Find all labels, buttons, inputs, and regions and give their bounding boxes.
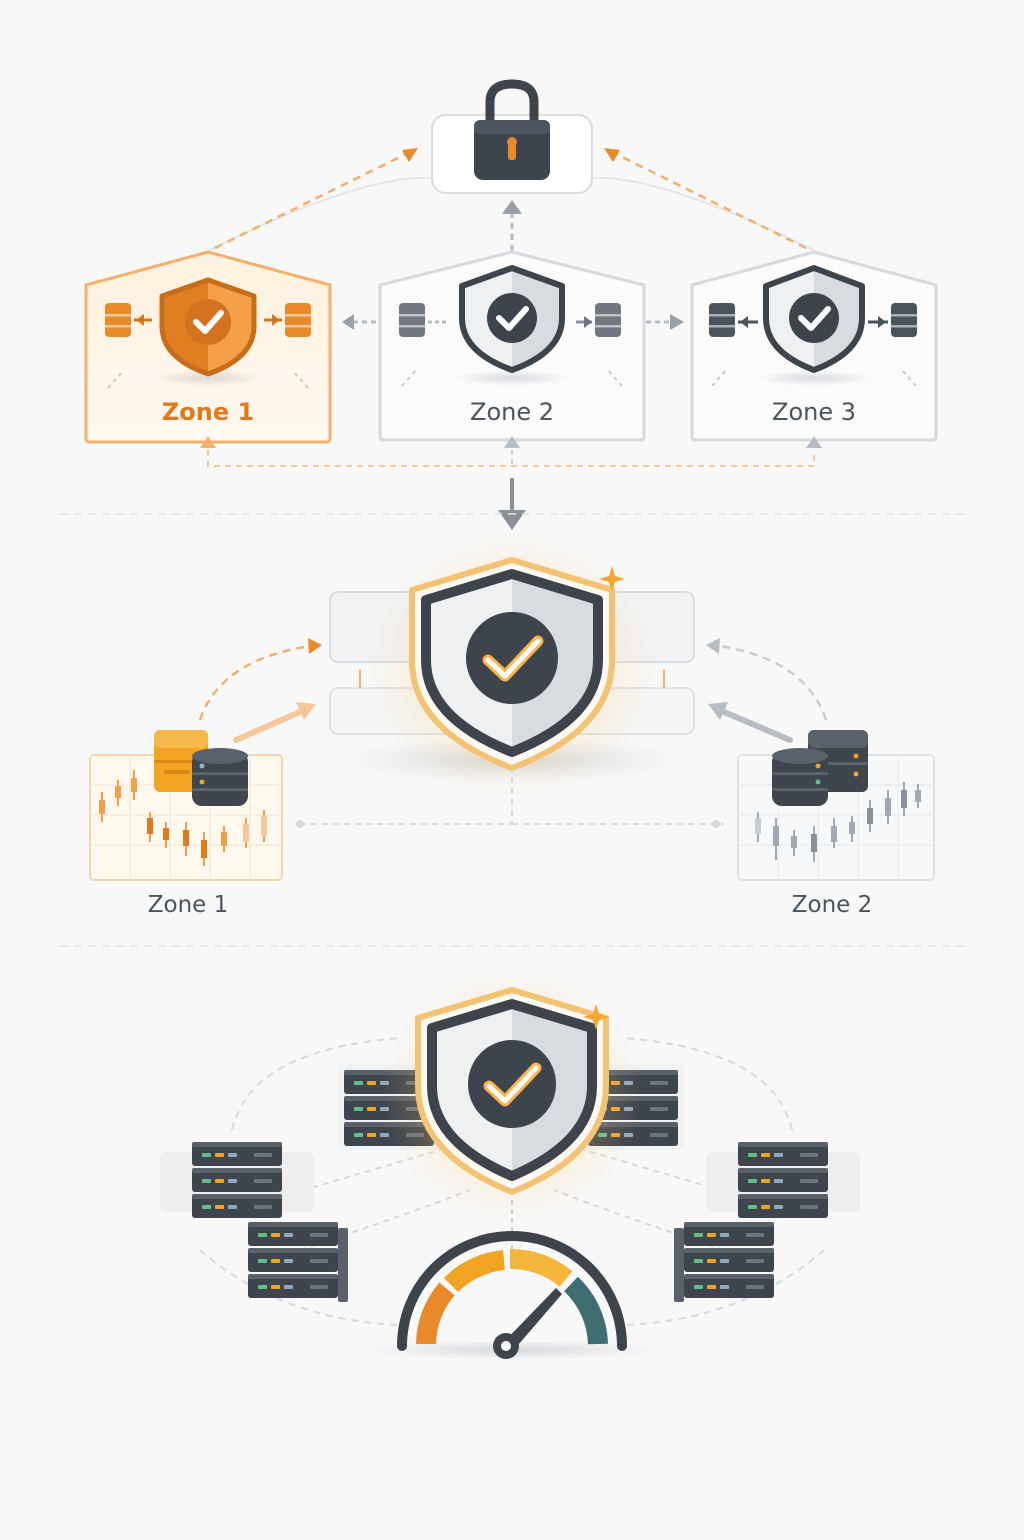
sparkle-icon bbox=[599, 566, 625, 592]
server-rack-icon bbox=[706, 1142, 860, 1218]
section-consolidation: Zone 1 bbox=[89, 530, 935, 918]
zone-card-label: Zone 3 bbox=[772, 398, 856, 426]
arrowhead bbox=[708, 702, 728, 720]
zone-chart-label: Zone 1 bbox=[148, 892, 229, 918]
arrowhead bbox=[670, 314, 684, 330]
database-icon bbox=[399, 303, 425, 337]
section-server-cluster bbox=[160, 965, 860, 1360]
lock-icon bbox=[474, 79, 550, 180]
arrowhead bbox=[296, 702, 316, 720]
arrowhead bbox=[604, 148, 620, 162]
database-icon bbox=[105, 303, 131, 337]
shield-check-icon bbox=[459, 265, 565, 373]
zone-chart-panel-2: Zone 2 bbox=[737, 730, 935, 918]
zone-chart-label: Zone 2 bbox=[792, 892, 873, 918]
lock-node bbox=[431, 79, 593, 194]
section-zones-top: Zone 1 Zone 2 bbox=[84, 79, 938, 530]
shield-check-icon bbox=[763, 265, 865, 373]
zone-card-3: Zone 3 bbox=[690, 250, 938, 442]
flow-arrow-zone1-to-lock bbox=[214, 150, 411, 250]
arrowhead bbox=[498, 510, 526, 530]
shield-check-icon bbox=[415, 987, 609, 1195]
database-icon bbox=[154, 730, 248, 806]
database-icon bbox=[595, 303, 621, 337]
zone-card-label: Zone 2 bbox=[470, 398, 554, 426]
candlestick-chart-icon bbox=[99, 770, 267, 866]
server-rack-icon bbox=[160, 1142, 314, 1218]
zone-chart-panel-1: Zone 1 bbox=[89, 730, 283, 918]
server-rack-icon bbox=[248, 1222, 348, 1302]
gauge-needle bbox=[500, 1288, 562, 1352]
database-icon bbox=[285, 303, 311, 337]
arrowhead bbox=[402, 148, 418, 162]
speed-gauge-icon bbox=[362, 1231, 662, 1360]
arrowhead bbox=[308, 638, 322, 654]
shield-check-icon bbox=[409, 557, 615, 771]
database-icon bbox=[709, 303, 735, 337]
database-icon bbox=[891, 303, 917, 337]
zone-card-1: Zone 1 bbox=[84, 250, 332, 444]
arrowhead bbox=[342, 314, 354, 330]
sparkle-icon bbox=[583, 1004, 609, 1030]
server-rack-icon bbox=[674, 1222, 774, 1302]
database-icon bbox=[772, 730, 868, 806]
candlestick-chart-icon bbox=[755, 782, 921, 862]
arrowhead bbox=[706, 638, 720, 654]
shield-check-icon bbox=[159, 277, 257, 377]
flow-arrow-zone3-to-lock bbox=[611, 150, 807, 250]
zone-card-label: Zone 1 bbox=[162, 398, 254, 426]
arrowhead bbox=[502, 200, 522, 214]
zone-card-2: Zone 2 bbox=[378, 250, 646, 442]
